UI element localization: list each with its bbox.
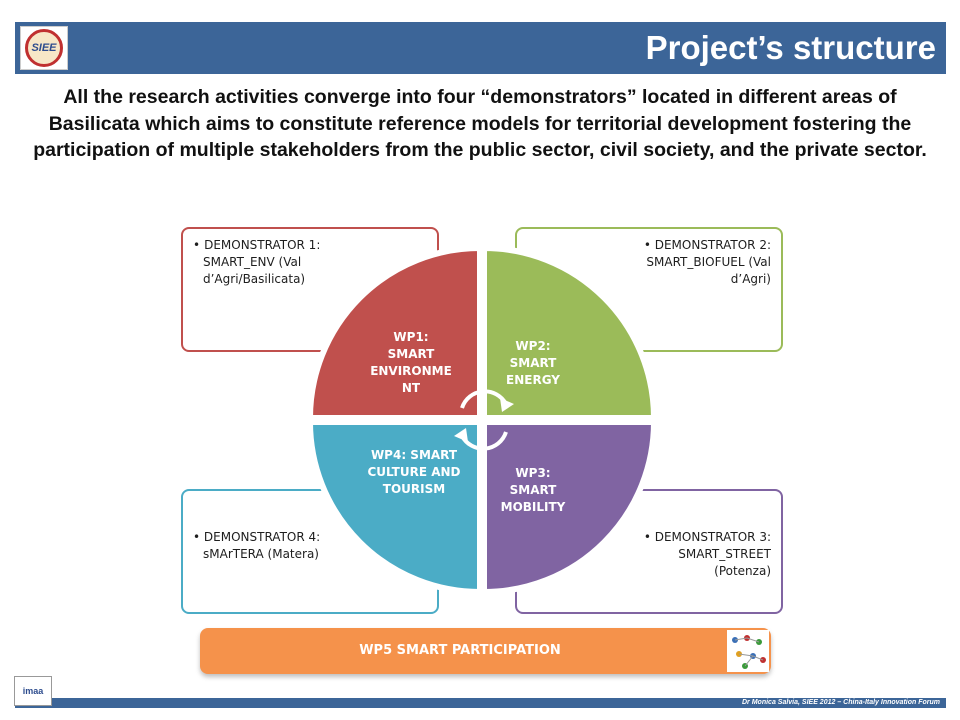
intro-text: All the research activities converge int… [33,86,927,161]
header-bar [15,22,946,74]
wp3-label: WP3: SMART MOBILITY [500,466,566,514]
demonstrator-3-line1: DEMONSTRATOR 3: [654,530,771,544]
demonstrator-2-line2: SMART_BIOFUEL (Val [646,255,771,269]
wp4-label: WP4: SMART CULTURE AND TOURISM [367,448,461,496]
bullet-icon: • [193,238,201,252]
bullet-icon: • [643,530,651,544]
footer-bar [15,698,946,708]
wp5-label: WP5 SMART PARTICIPATION [359,643,561,658]
wp2-label: WP2: SMART ENERGY [506,339,560,387]
demonstrator-2-line1: DEMONSTRATOR 2: [654,238,771,252]
demonstrator-4-line2: sMArTERA (Matera) [203,547,319,561]
page-title: Project’s structure [645,29,936,66]
logo-text: SIEE [31,42,57,54]
demonstrator-1-line2: SMART_ENV (Val [203,255,302,269]
bullet-icon: • [643,238,651,252]
demonstrator-2-box: • DEMONSTRATOR 2: SMART_BIOFUEL (Val d’A… [515,227,783,352]
cycle-arrows-icon [460,389,508,451]
bullet-icon: • [193,530,201,544]
demonstrator-4-line1: DEMONSTRATOR 4: [203,530,321,544]
demonstrator-3-line2: SMART_STREET [678,547,771,561]
imaa-logo: imaa [14,676,52,706]
demonstrator-1-line3: d’Agri/Basilicata) [203,272,306,286]
logo-ring-icon: SIEE [25,29,63,67]
demonstrator-2-line3: d’Agri) [730,272,771,286]
demonstrator-4-box: • DEMONSTRATOR 4: sMArTERA (Matera) [181,489,439,614]
demonstrator-1-line1: DEMONSTRATOR 1: [204,238,321,252]
demonstrator-3-line3: (Potenza) [714,564,771,578]
footer-text: Dr Monica Salvia, SIEE 2012 – China-Ital… [742,699,940,706]
wp1-label: WP1: SMART ENVIRONME NT [370,330,452,395]
arrow-head-icon [454,428,468,442]
arrow-head-icon [500,398,514,412]
wp5-bar [200,628,771,674]
siee-logo: SIEE [20,26,68,70]
people-network-icon [727,630,769,672]
